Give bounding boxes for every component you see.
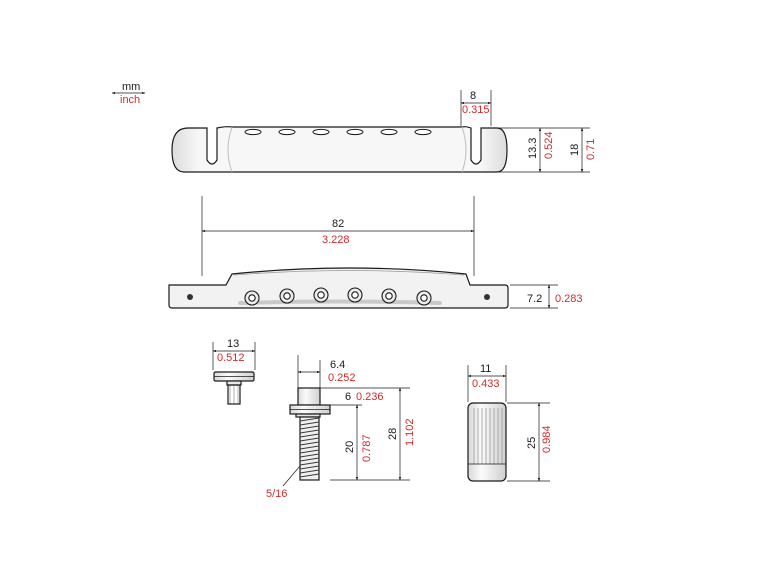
front-height-mm: 7.2 xyxy=(527,293,542,305)
string-hole-inner xyxy=(317,291,325,299)
string-hole xyxy=(244,128,262,136)
height-inch: 0.71 xyxy=(585,139,597,160)
string-hole-inner xyxy=(248,294,256,302)
tailpiece-front-view: 7.2 0.283 xyxy=(168,267,583,309)
stud-holes-front xyxy=(187,294,490,300)
stud-collar-inch: 0.236 xyxy=(356,391,384,403)
stud-thread-length-mm: 20 xyxy=(344,441,356,453)
stud-spacing-inch: 3.228 xyxy=(322,234,350,246)
string-hole xyxy=(380,128,398,136)
string-hole xyxy=(312,128,330,136)
tailpiece-top-view: 8 0.315 13.3 0.524 18 0.71 82 3.228 xyxy=(171,90,597,276)
string-hole-inner xyxy=(385,292,393,300)
string-holes-top xyxy=(244,128,432,136)
washer-width-mm: 13 xyxy=(227,338,239,350)
string-hole-inner xyxy=(283,292,291,300)
slot-width-inch: 0.315 xyxy=(462,104,490,116)
slot-width-mm: 8 xyxy=(470,90,476,102)
stud-thread-length-inch: 0.787 xyxy=(361,434,373,462)
stud-total-length-inch: 1.102 xyxy=(404,418,416,446)
legend-mm-label: mm xyxy=(122,81,140,93)
anchor-length-inch: 0.984 xyxy=(541,425,553,453)
leader-line xyxy=(282,465,301,487)
string-hole xyxy=(414,128,432,136)
tailpiece-top-body xyxy=(171,126,508,173)
stud-spacing-mm: 82 xyxy=(332,218,344,230)
string-hole-inner xyxy=(420,294,428,302)
washer-width-inch: 0.512 xyxy=(217,352,245,364)
slot-depth-inch: 0.524 xyxy=(543,131,555,159)
stud-total-length-mm: 28 xyxy=(387,428,399,440)
anchor-view: 11 0.433 25 0.984 xyxy=(467,363,553,482)
anchor-length-mm: 25 xyxy=(526,437,538,449)
stud-view: 6.4 0.252 6 0.236 20 0.787 28 1.102 5/16 xyxy=(266,355,416,500)
stud-thread xyxy=(299,416,320,481)
string-holes-front xyxy=(244,287,432,306)
anchor-width-mm: 11 xyxy=(480,363,491,375)
stud-hole-left xyxy=(187,294,193,300)
stud-head-width-inch: 0.252 xyxy=(328,372,356,384)
stud-head-width-mm: 6.4 xyxy=(330,359,345,371)
anchor-knurl xyxy=(471,408,503,464)
legend-inch-label: inch xyxy=(120,94,140,106)
stud-collar-mm: 6 xyxy=(345,391,351,403)
tailpiece-top-shading-right xyxy=(461,126,467,173)
front-edge-highlight xyxy=(233,270,465,276)
front-height-inch: 0.283 xyxy=(555,293,583,305)
stud-head xyxy=(297,387,321,406)
units-legend: mm inch xyxy=(111,81,146,106)
stud-hole-right xyxy=(484,294,490,300)
washer-thread xyxy=(227,384,241,405)
height-mm: 18 xyxy=(569,144,581,156)
string-hole xyxy=(346,128,364,136)
anchor-width-inch: 0.433 xyxy=(472,378,500,390)
slot-depth-mm: 13.3 xyxy=(527,138,539,159)
string-hole xyxy=(278,128,296,136)
tailpiece-top-shading-left xyxy=(227,126,233,173)
stud-thread-size: 5/16 xyxy=(266,488,287,500)
string-channel xyxy=(238,299,442,305)
washer-view: 13 0.512 xyxy=(212,338,256,405)
string-hole-inner xyxy=(351,291,359,299)
washer-neck xyxy=(226,380,242,386)
